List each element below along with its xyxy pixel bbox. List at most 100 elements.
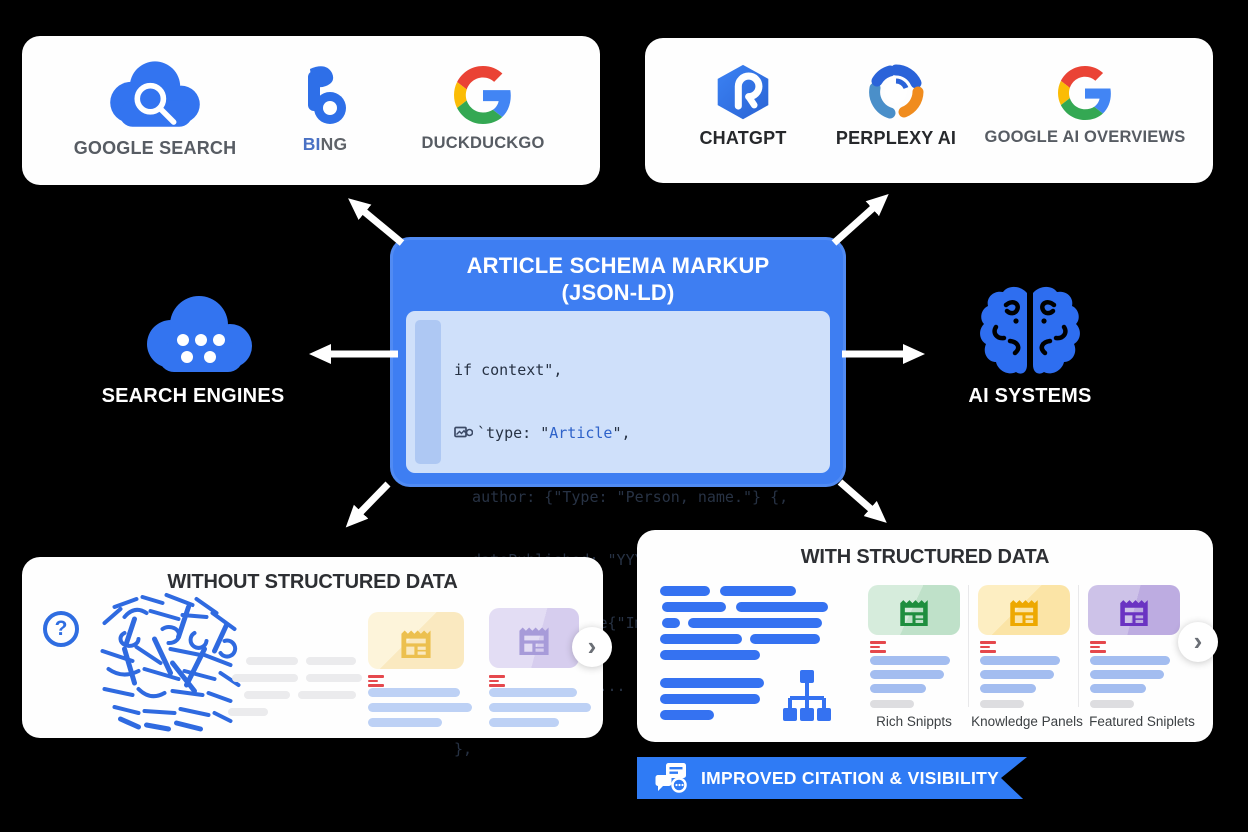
rich-snippets-label: Rich Snippts bbox=[876, 714, 952, 729]
placeholder-bar bbox=[688, 618, 822, 628]
rating-marks bbox=[368, 675, 384, 687]
arrow-to-bottom-right bbox=[837, 479, 887, 523]
scribble-chaos-icon bbox=[82, 587, 267, 735]
code-line: `type: "Article", bbox=[454, 423, 824, 445]
carousel-next-button[interactable]: › bbox=[572, 627, 612, 667]
rating-marks bbox=[1090, 641, 1106, 653]
schema-title-line1: ARTICLE SCHEMA MARKUP bbox=[466, 253, 770, 278]
search-engines-label: SEARCH ENGINES bbox=[101, 385, 285, 407]
schema-title: ARTICLE SCHEMA MARKUP (JSON-LD) bbox=[390, 252, 846, 306]
placeholder-bar bbox=[1090, 656, 1170, 665]
ai-systems-label: AI SYSTEMS bbox=[968, 385, 1092, 407]
placeholder-bar bbox=[980, 656, 1060, 665]
structured-text-lines bbox=[660, 586, 870, 736]
placeholder-bar bbox=[368, 688, 460, 697]
arrow-to-bottom-left bbox=[345, 481, 391, 528]
chatgpt-icon bbox=[713, 56, 773, 128]
bing-item: BING bbox=[265, 58, 385, 155]
placeholder-bar bbox=[980, 670, 1054, 679]
placeholder-bar bbox=[1090, 700, 1134, 708]
without-card-title: WITHOUT STRUCTURED DATA bbox=[167, 571, 458, 593]
placeholder-bar bbox=[660, 694, 760, 704]
placeholder-bar bbox=[489, 718, 559, 727]
placeholder-bar bbox=[368, 718, 442, 727]
arrow-to-top-right bbox=[831, 193, 889, 246]
placeholder-bar bbox=[870, 670, 944, 679]
chatgpt-item: CHATGPT bbox=[663, 56, 823, 149]
knowledge-panels-label: Knowledge Panels bbox=[971, 714, 1083, 729]
rich-snippet-card bbox=[868, 585, 960, 635]
code-panel: if context", `type: "Article", author: {… bbox=[406, 311, 830, 758]
without-structured-data-card: WITHOUT STRUCTURED DATA ? bbox=[22, 557, 612, 738]
google-ai-overviews-label: GOOGLE AI OVERVIEWS bbox=[984, 128, 1186, 146]
placeholder-bar bbox=[750, 634, 820, 644]
arrow-to-top-left bbox=[348, 198, 405, 246]
placeholder-bar bbox=[660, 650, 760, 660]
knowledge-panel-card bbox=[978, 585, 1070, 635]
google-ai-overviews-item: GOOGLE AI OVERVIEWS bbox=[980, 58, 1190, 147]
article-schema-box: ARTICLE SCHEMA MARKUP (JSON-LD) if conte… bbox=[390, 237, 846, 758]
google-g-icon bbox=[1058, 58, 1112, 128]
search-engines-cloud-icon bbox=[135, 290, 265, 382]
carousel-next-button[interactable]: › bbox=[1178, 622, 1218, 662]
question-mark-icon: ? bbox=[43, 611, 79, 647]
ai-brain-icon bbox=[978, 283, 1082, 379]
featured-snippet-card bbox=[1088, 585, 1180, 635]
code-gutter bbox=[415, 320, 441, 464]
placeholder-bar bbox=[980, 700, 1024, 708]
placeholder-bar bbox=[489, 703, 591, 712]
placeholder-bar bbox=[980, 684, 1036, 693]
bing-label-gray: NG bbox=[320, 134, 348, 154]
perplexity-icon bbox=[867, 56, 925, 128]
google-g-icon bbox=[454, 56, 512, 134]
image-icon bbox=[454, 424, 474, 445]
banner-label: IMPROVED CITATION & VISIBILITY bbox=[701, 767, 1000, 788]
column-divider bbox=[968, 585, 969, 707]
placeholder-bar bbox=[298, 691, 356, 699]
duckduckgo-label: DUCKDUCKGO bbox=[421, 134, 545, 152]
code-line: if context", bbox=[454, 361, 563, 379]
placeholder-bar bbox=[660, 586, 710, 596]
placeholder-bar bbox=[1090, 684, 1146, 693]
placeholder-bar bbox=[736, 602, 828, 612]
bing-icon bbox=[300, 58, 350, 134]
google-search-item: GOOGLE SEARCH bbox=[55, 52, 255, 159]
improved-citation-banner: IMPROVED CITATION & VISIBILITY bbox=[637, 757, 1027, 799]
search-engines-card: GOOGLE SEARCH BING bbox=[22, 36, 600, 185]
placeholder-bar bbox=[660, 678, 764, 688]
code-line: author: {"Type: "Person, name."} {, bbox=[454, 488, 789, 506]
placeholder-bar bbox=[306, 674, 362, 682]
column-divider bbox=[1078, 585, 1079, 707]
placeholder-bar bbox=[662, 602, 726, 612]
article-type-value: Article bbox=[549, 424, 613, 442]
citation-icon bbox=[655, 762, 691, 799]
placeholder-bar bbox=[306, 657, 356, 665]
perplexy-item: PERPLEXY AI bbox=[816, 56, 976, 149]
placeholder-bar bbox=[660, 634, 742, 644]
google-search-label: GOOGLE SEARCH bbox=[73, 138, 237, 158]
rating-marks bbox=[489, 675, 505, 687]
placeholder-bar bbox=[244, 691, 290, 699]
rating-marks bbox=[870, 641, 886, 653]
ai-systems-card: CHATGPT PERPLEXY AI bbox=[645, 38, 1213, 183]
placeholder-bar bbox=[870, 700, 914, 708]
google-search-cloud-icon bbox=[99, 52, 211, 138]
sitemap-icon bbox=[782, 670, 832, 729]
placeholder-bar bbox=[232, 674, 298, 682]
with-card-title: WITH STRUCTURED DATA bbox=[800, 546, 1050, 568]
code-line: }, bbox=[454, 740, 473, 758]
placeholder-bar bbox=[720, 586, 796, 596]
placeholder-bar bbox=[870, 656, 950, 665]
schema-title-line2: (JSON-LD) bbox=[561, 280, 675, 305]
faded-snippet-card-purple bbox=[489, 608, 579, 668]
bing-label: BING bbox=[303, 134, 348, 155]
rating-marks bbox=[980, 641, 996, 653]
faded-snippet-card-yellow bbox=[368, 612, 464, 669]
placeholder-bar bbox=[246, 657, 298, 665]
placeholder-bar bbox=[228, 708, 268, 716]
with-structured-data-card: WITH STRUCTURED DATA bbox=[637, 530, 1218, 742]
placeholder-bar bbox=[489, 688, 577, 697]
placeholder-bar bbox=[368, 703, 472, 712]
bing-label-blue: BI bbox=[302, 134, 321, 154]
